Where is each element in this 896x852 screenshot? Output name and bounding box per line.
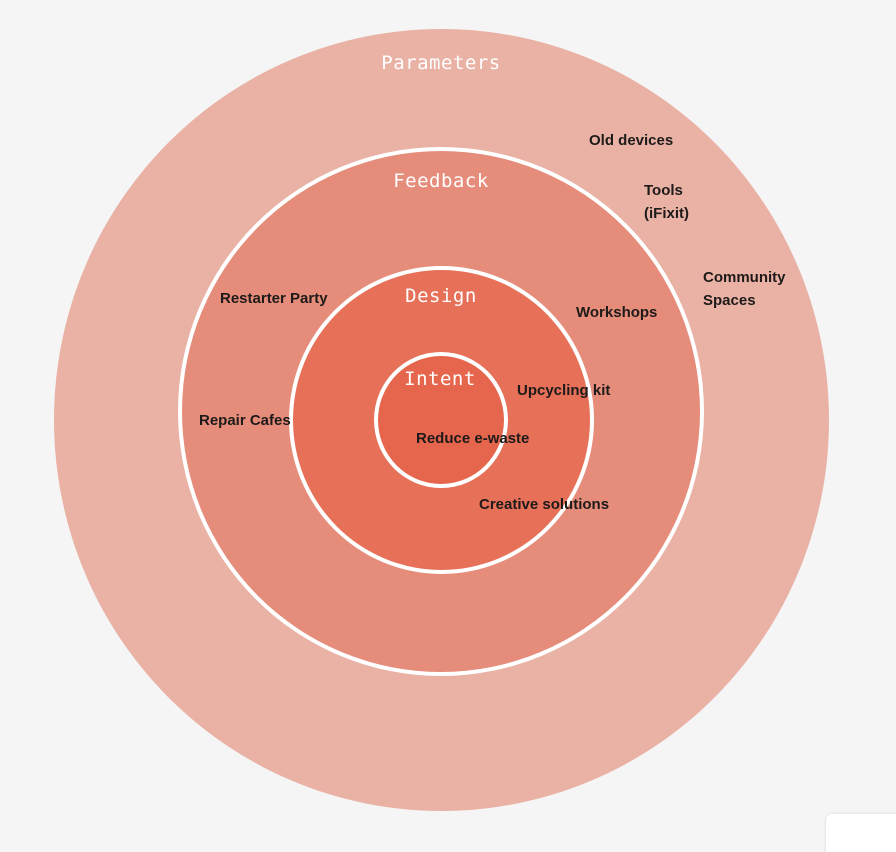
item-tools-line-1: Tools [644,182,683,199]
item-community-spaces-line-2: Spaces [703,292,756,309]
corner-panel [826,814,896,852]
ring-title-design: Design [405,285,477,307]
item-restarter-party: Restarter Party [220,290,328,307]
item-workshops: Workshops [576,304,658,321]
item-community-spaces-line-1: Community [703,269,786,286]
ring-title-parameters: Parameters [381,52,501,74]
item-community-spaces: Community Spaces [703,266,786,312]
item-tools-line-2: (iFixit) [644,205,689,222]
item-repair-cafes: Repair Cafes [199,412,291,429]
item-creative-solutions: Creative solutions [479,496,610,513]
item-reduce-ewaste: Reduce e-waste [416,430,530,447]
item-upcycling-kit: Upcycling kit [517,382,611,399]
item-tools: Tools (iFixit) [644,179,689,225]
item-old-devices: Old devices [589,132,674,149]
ring-intent [374,352,508,488]
ring-title-feedback: Feedback [393,170,489,192]
ring-title-intent: Intent [404,368,476,390]
